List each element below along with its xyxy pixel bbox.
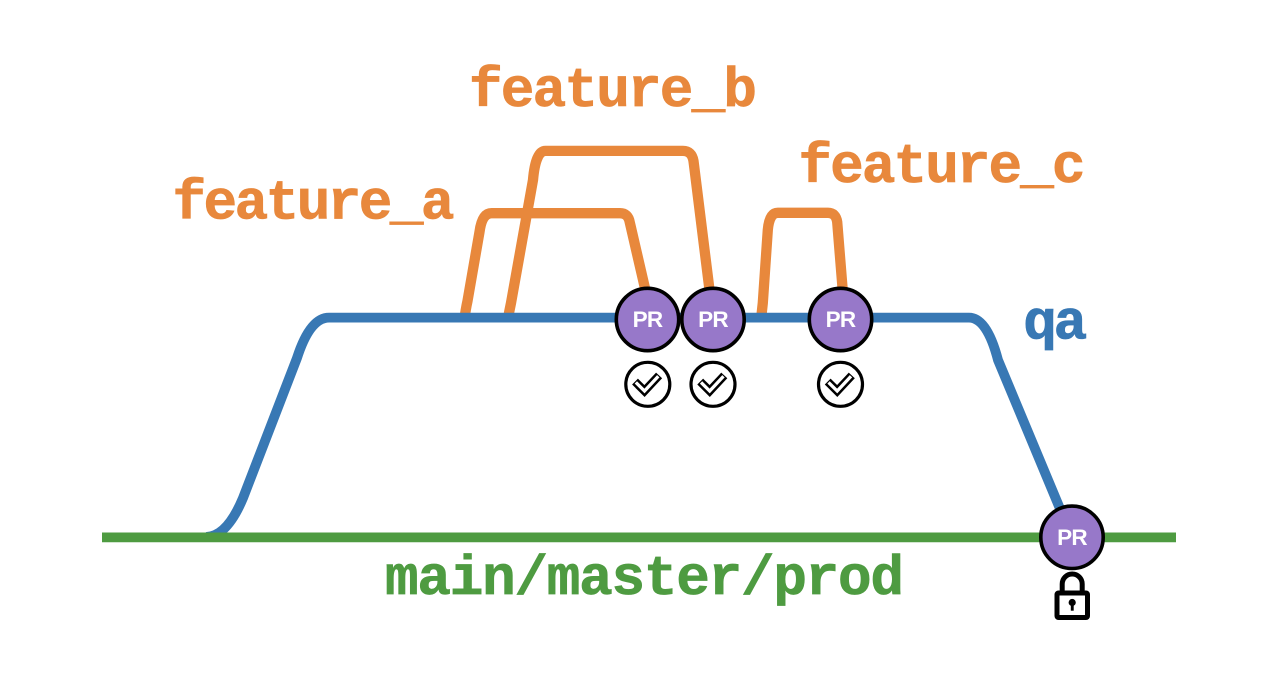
svg-text:PR: PR <box>633 307 663 332</box>
svg-text:main/master/prod: main/master/prod <box>385 547 904 611</box>
svg-text:PR: PR <box>1057 525 1087 550</box>
svg-text:qa: qa <box>1023 292 1087 356</box>
svg-text:PR: PR <box>698 307 728 332</box>
svg-text:feature_c: feature_c <box>799 135 1086 199</box>
svg-text:feature_a: feature_a <box>173 171 455 235</box>
svg-text:PR: PR <box>826 307 856 332</box>
svg-text:feature_b: feature_b <box>469 59 757 123</box>
